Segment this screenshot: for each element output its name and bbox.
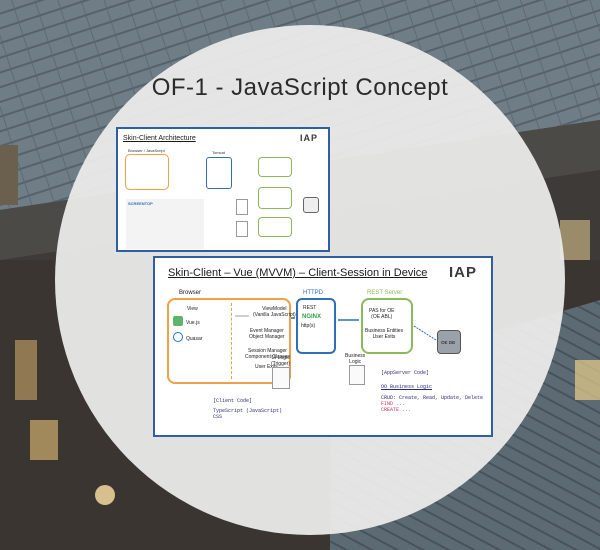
slide1-service-box [258, 217, 292, 237]
rest-server-box [361, 298, 413, 354]
slide1-logo-small: SCREENTOP [128, 201, 153, 206]
slide-vue-mvvm: Skin-Client – Vue (MVVM) – Client-Sessio… [153, 256, 493, 437]
rest-server-label: REST Server [367, 290, 403, 296]
slide1-tomcat-box [206, 157, 232, 189]
db-arrow [413, 325, 437, 341]
vuejs-label: Vue.js [186, 320, 200, 326]
appserver-code-line: FIND ... [381, 401, 406, 407]
quasar-label: Quasar [186, 336, 203, 342]
db-label: OE DB [441, 340, 456, 345]
ui-logic-document-icon [272, 367, 290, 389]
business-entities-label: Business Entities User Exits [365, 328, 404, 340]
slide1-document-icon [236, 221, 248, 237]
appserver-code-line: CREATE ... [381, 407, 412, 413]
appserver-code-subheader: OO Business Logic [381, 384, 433, 390]
slide2-title: Skin-Client – Vue (MVVM) – Client-Sessio… [168, 267, 428, 279]
slide1-browser-box [125, 154, 169, 190]
appserver-code-line: CRUD: Create, Read, Update, Delete [381, 395, 484, 401]
client-code-line: CSS [213, 414, 223, 420]
session-manager-label: Session Manager Component Classes [245, 348, 291, 360]
page-title: OF-1 - JavaScript Concept [151, 74, 449, 101]
appserver-code-header: [AppServer Code] [381, 370, 430, 376]
slide1-db-icon [303, 197, 319, 213]
quasar-logo-icon [173, 332, 183, 342]
database-icon [437, 330, 461, 354]
client-code-header: [Client Code] [213, 398, 253, 404]
slide1-service-box [258, 157, 292, 177]
vue-logo-icon [173, 316, 183, 326]
slide1-screenshot-area [126, 199, 204, 249]
slide1-logo: IAP [299, 133, 318, 143]
diagram-arrows [235, 315, 437, 341]
httpd-box [296, 298, 336, 354]
nginx-logo: NGINX [302, 314, 322, 320]
client-code-line: TypeScript (JavaScript) [213, 408, 283, 414]
browser-label: Browser [179, 290, 202, 296]
slide-thumbnail-architecture: Skin-Client Architecture IAP Browser / J… [116, 127, 330, 252]
pas-label: PAS for OE (OE ABL) [369, 308, 395, 320]
httpd-label: HTTPD [303, 290, 323, 296]
business-logic-label: Business Logic [345, 353, 366, 365]
slide1-tomcat-label: Tomcat [212, 150, 225, 155]
slide2-logo: IAP [448, 264, 477, 281]
view-label: View [187, 306, 198, 312]
https-label: http(s) [301, 323, 316, 329]
user-exits-label: User Exits [255, 364, 278, 370]
ui-logic-label: UI Logic (Trigger) [271, 355, 290, 367]
browser-divider [231, 303, 232, 379]
slide1-service-box [258, 187, 292, 209]
event-manager-label: Event Manager Object Manager [249, 328, 285, 340]
slide1-browser-label: Browser / JavaScript [128, 148, 165, 153]
slide1-document-icon [236, 199, 248, 215]
rest-label: REST [303, 305, 317, 311]
slide1-title: Skin-Client Architecture [123, 135, 196, 142]
viewmodel-label: ViewModel (Vanilla JavaScript) [253, 306, 296, 318]
business-logic-document-icon [349, 365, 365, 385]
browser-box [167, 298, 291, 384]
